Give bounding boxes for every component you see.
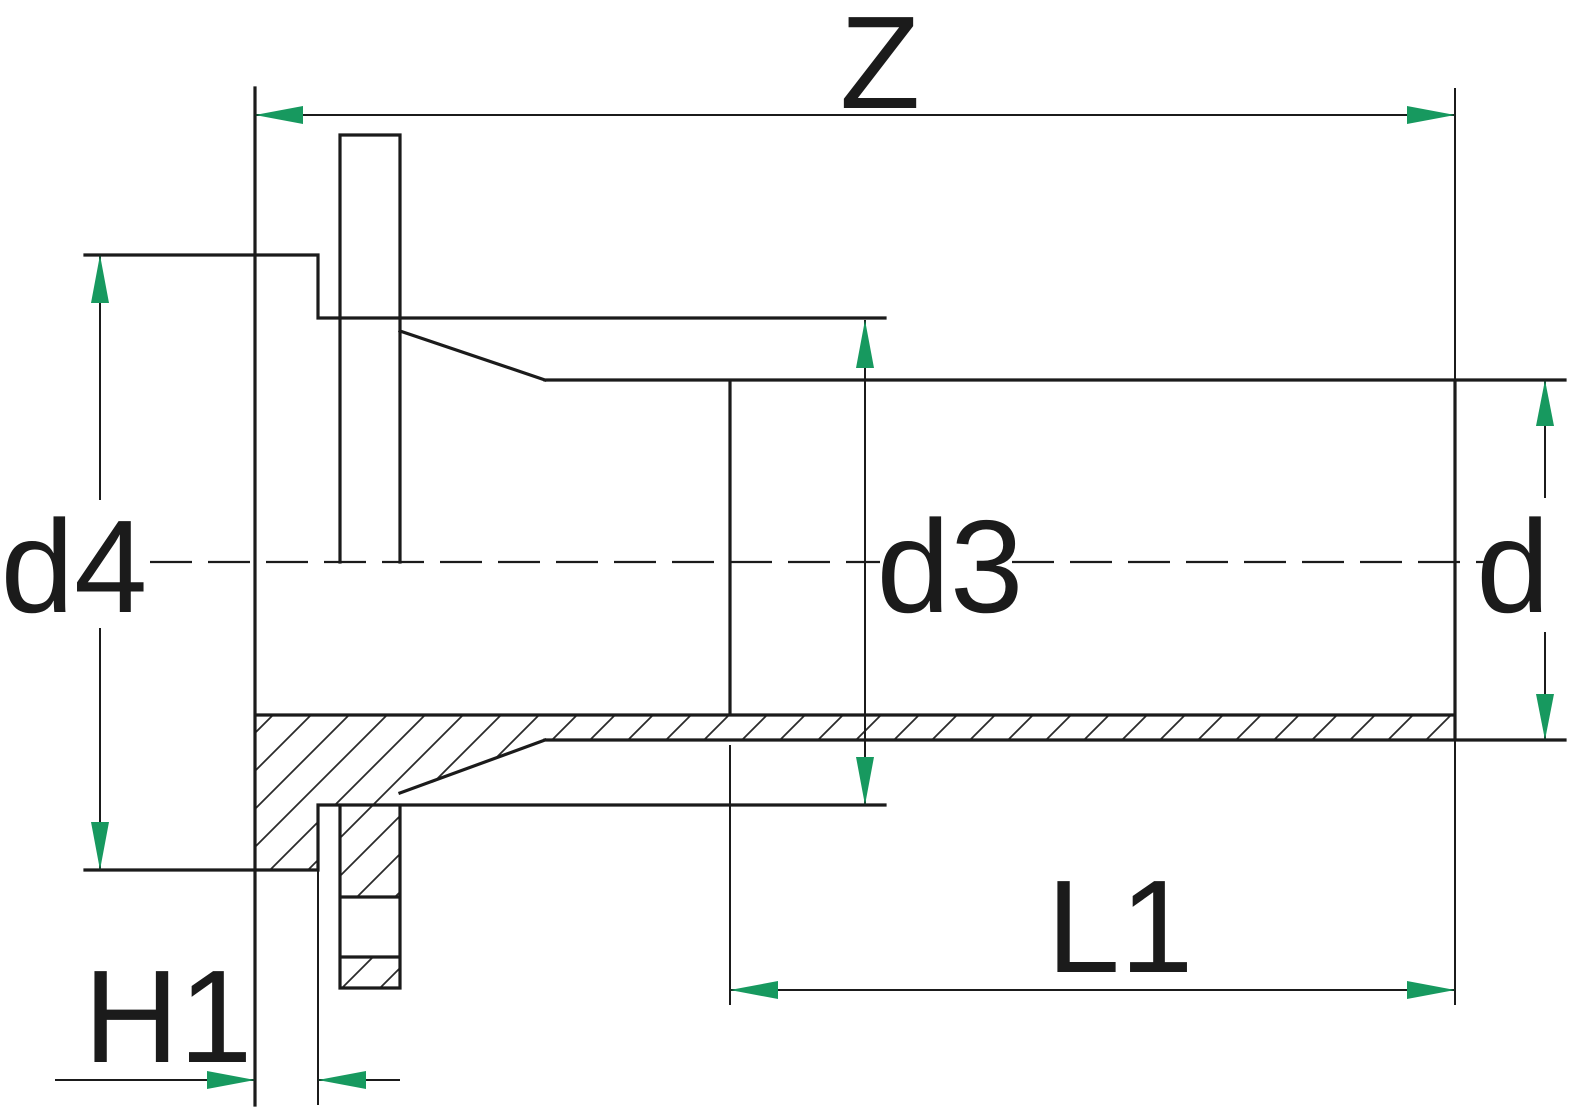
- dimension-d4: d4: [1, 255, 148, 870]
- extension-lines: [317, 88, 1456, 1105]
- dimension-l1: L1: [730, 853, 1455, 1000]
- arrowhead-right-icon: [1407, 981, 1455, 999]
- arrowhead-up-icon: [1536, 380, 1554, 426]
- part-outline: [83, 86, 1567, 1107]
- arrowhead-left-icon: [730, 981, 778, 999]
- arrowhead-down-icon: [91, 822, 109, 870]
- dimension-label-d3: d3: [877, 493, 1024, 640]
- dimension-label-l1: L1: [1047, 853, 1194, 1000]
- backing-flange-hatch-upper: [340, 806, 400, 897]
- backing-flange-hatch-lower: [340, 957, 400, 988]
- section-hatching: [255, 715, 1455, 988]
- arrowhead-right-icon: [207, 1071, 255, 1089]
- arrowhead-right-icon: [1407, 106, 1455, 124]
- backing-flange-outline: [338, 133, 402, 990]
- dimension-label-d: d: [1476, 493, 1549, 640]
- arrowhead-down-icon: [1536, 694, 1554, 740]
- dimension-label-h1: H1: [84, 943, 253, 1090]
- arrowhead-down-icon: [856, 757, 874, 805]
- dimension-h1: H1: [55, 943, 400, 1090]
- dimension-d: d: [1476, 380, 1554, 740]
- dimension-label-d4: d4: [1, 493, 148, 640]
- arrowhead-left-icon: [255, 106, 303, 124]
- stub-end-section-hatch: [255, 715, 1455, 870]
- arrowhead-left-icon: [318, 1071, 366, 1089]
- dimension-label-z: Z: [840, 0, 921, 136]
- arrowhead-up-icon: [856, 320, 874, 368]
- stub-end-outline: [83, 86, 1567, 1107]
- dimension-z: Z: [255, 0, 1455, 136]
- arrowhead-up-icon: [91, 255, 109, 303]
- dimension-d3: d3: [856, 320, 1023, 805]
